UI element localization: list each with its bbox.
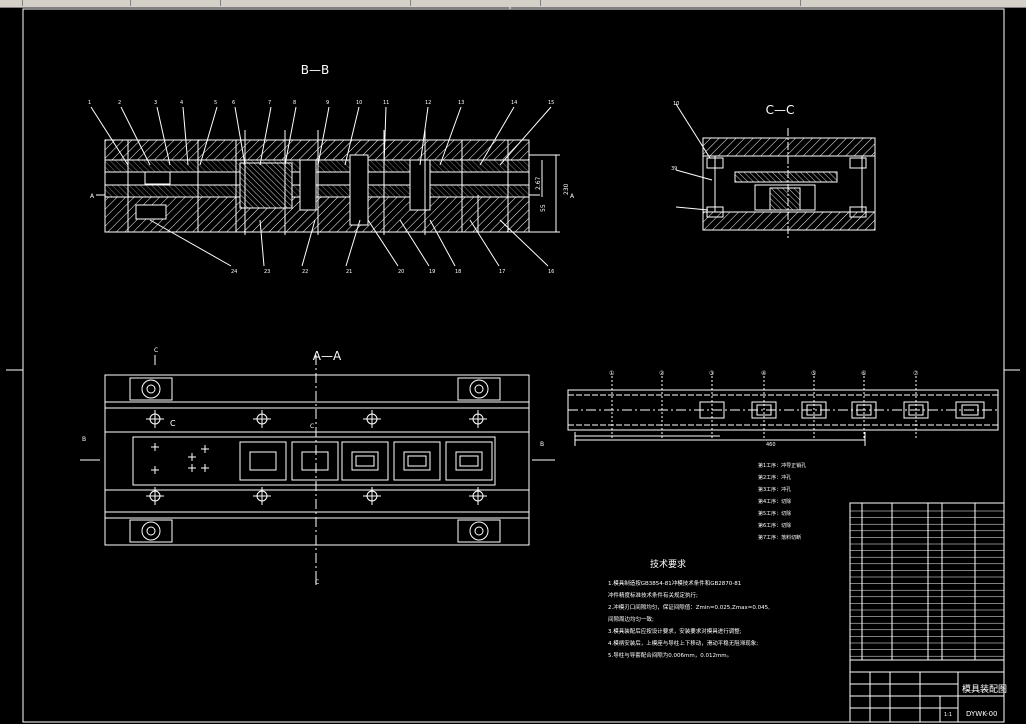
- plan-view-aa: [80, 355, 555, 585]
- dimension-text: 460: [766, 442, 776, 448]
- process-note: 第7工序：落料切断: [758, 534, 801, 541]
- station-marker: ④: [761, 370, 766, 377]
- balloon: 3: [154, 100, 157, 106]
- tech-line: 3.模具装配后应按设计要求，安装要求对模具进行调整;: [608, 627, 742, 635]
- layer-dropdown[interactable]: [420, 0, 541, 6]
- tech-line: 4.模柄安装后，上模座与导柱上下移动，滑动平稳无阻滞现象;: [608, 639, 758, 647]
- balloon: 19: [429, 269, 435, 275]
- section-mark-c: C: [170, 419, 176, 428]
- balloon: 16: [548, 269, 554, 275]
- section-mark-b: B: [540, 441, 544, 448]
- section-mark-c: C: [310, 423, 314, 430]
- balloon: 10: [356, 100, 362, 106]
- balloon: 9: [326, 100, 329, 106]
- balloon: 12: [425, 100, 431, 106]
- balloon: 21: [346, 269, 352, 275]
- balloon: 13: [458, 100, 464, 106]
- drawing-canvas[interactable]: B—B C—C A—A A A B B C C C C 2.67 55 230 …: [0, 7, 1026, 724]
- process-notes: 第1工序：冲导正销孔 第2工序：冲孔 第3工序：冲孔 第4工序：切除 第5工序：…: [758, 462, 806, 541]
- section-mark-c: C: [315, 579, 319, 586]
- station-marker: ①: [609, 370, 614, 377]
- title-block: [849, 502, 1005, 723]
- process-note: 第5工序：切除: [758, 510, 791, 517]
- section-mark-a: A: [570, 193, 575, 200]
- toolbar-button[interactable]: [60, 0, 131, 6]
- balloon: 15: [548, 100, 554, 106]
- balloon: 18: [455, 269, 461, 275]
- process-note: 第3工序：冲孔: [758, 486, 791, 493]
- station-marker: ⑤: [811, 370, 816, 377]
- toolbar-button[interactable]: [0, 0, 23, 6]
- balloon: 10: [673, 101, 679, 107]
- application-toolbar: [0, 0, 1026, 8]
- toolbar-button[interactable]: [140, 0, 221, 6]
- section-view-cc: [675, 103, 876, 240]
- balloon: 20: [398, 269, 404, 275]
- balloon: 8: [293, 100, 296, 106]
- toolbar-button[interactable]: [360, 0, 411, 6]
- balloon: 14: [511, 100, 517, 106]
- tech-title: 技术要求: [650, 558, 686, 570]
- balloon: 5: [214, 100, 217, 106]
- drawing-title: 模具装配图: [962, 683, 1007, 695]
- tech-line: 冲件精度标准技术条件有关规定执行;: [608, 591, 698, 599]
- tech-line: 间隙周边均匀一致;: [608, 615, 654, 623]
- strip-layout: [567, 376, 999, 446]
- balloon: 17: [499, 269, 505, 275]
- balloon: 11: [383, 100, 389, 106]
- technical-requirements: 技术要求 1.模具制造按GB3854-81冲模技术条件和GB2870-81 冲件…: [608, 558, 770, 659]
- dimension-text: 2.67: [535, 176, 542, 190]
- process-note: 第4工序：切除: [758, 498, 791, 505]
- drawing-code: DYWK-00: [966, 710, 998, 718]
- balloon-leaders-bottom: [149, 219, 549, 267]
- section-mark-b: B: [82, 436, 86, 443]
- dimension-text: 55: [540, 204, 547, 212]
- balloon: 22: [302, 269, 308, 275]
- balloon: 23: [264, 269, 270, 275]
- station-marker: ⑥: [861, 370, 866, 377]
- balloon: 2: [118, 100, 121, 106]
- drawing-border: [22, 8, 1005, 723]
- tech-line: 5.导柱与导套配合间隙为0.006mm，0.012mm。: [608, 651, 732, 659]
- balloon: 6: [232, 100, 235, 106]
- station-marker: ⑦: [913, 370, 919, 377]
- process-note: 第1工序：冲导正销孔: [758, 462, 806, 469]
- station-marker: ②: [659, 370, 665, 377]
- balloon: 7: [268, 100, 271, 106]
- balloon-leaders-top: [90, 106, 552, 166]
- balloon: 24: [231, 269, 237, 275]
- section-mark-a: A: [90, 193, 95, 200]
- tech-line: 2.冲模刃口间隙均匀，保证间隙值：Zmin=0.025,Zmax=0.045,: [608, 603, 770, 611]
- process-note: 第2工序：冲孔: [758, 474, 791, 481]
- process-note: 第6工序：切除: [758, 522, 791, 529]
- tech-line: 1.模具制造按GB3854-81冲模技术条件和GB2870-81: [608, 579, 741, 587]
- section-view-bb: [96, 130, 560, 235]
- station-marker: ③: [709, 370, 714, 377]
- view-label-cc: C—C: [766, 103, 795, 117]
- properties-dropdown[interactable]: [560, 0, 801, 6]
- dimension-text: 230: [563, 183, 570, 195]
- section-mark-c: C: [154, 347, 158, 354]
- drawing-scale: 1:1: [944, 712, 952, 718]
- balloon: 1: [88, 100, 91, 106]
- balloon: 4: [180, 100, 183, 106]
- balloon: 39: [671, 166, 677, 172]
- view-label-aa: A—A: [313, 349, 342, 363]
- view-label-bb: B—B: [301, 63, 329, 77]
